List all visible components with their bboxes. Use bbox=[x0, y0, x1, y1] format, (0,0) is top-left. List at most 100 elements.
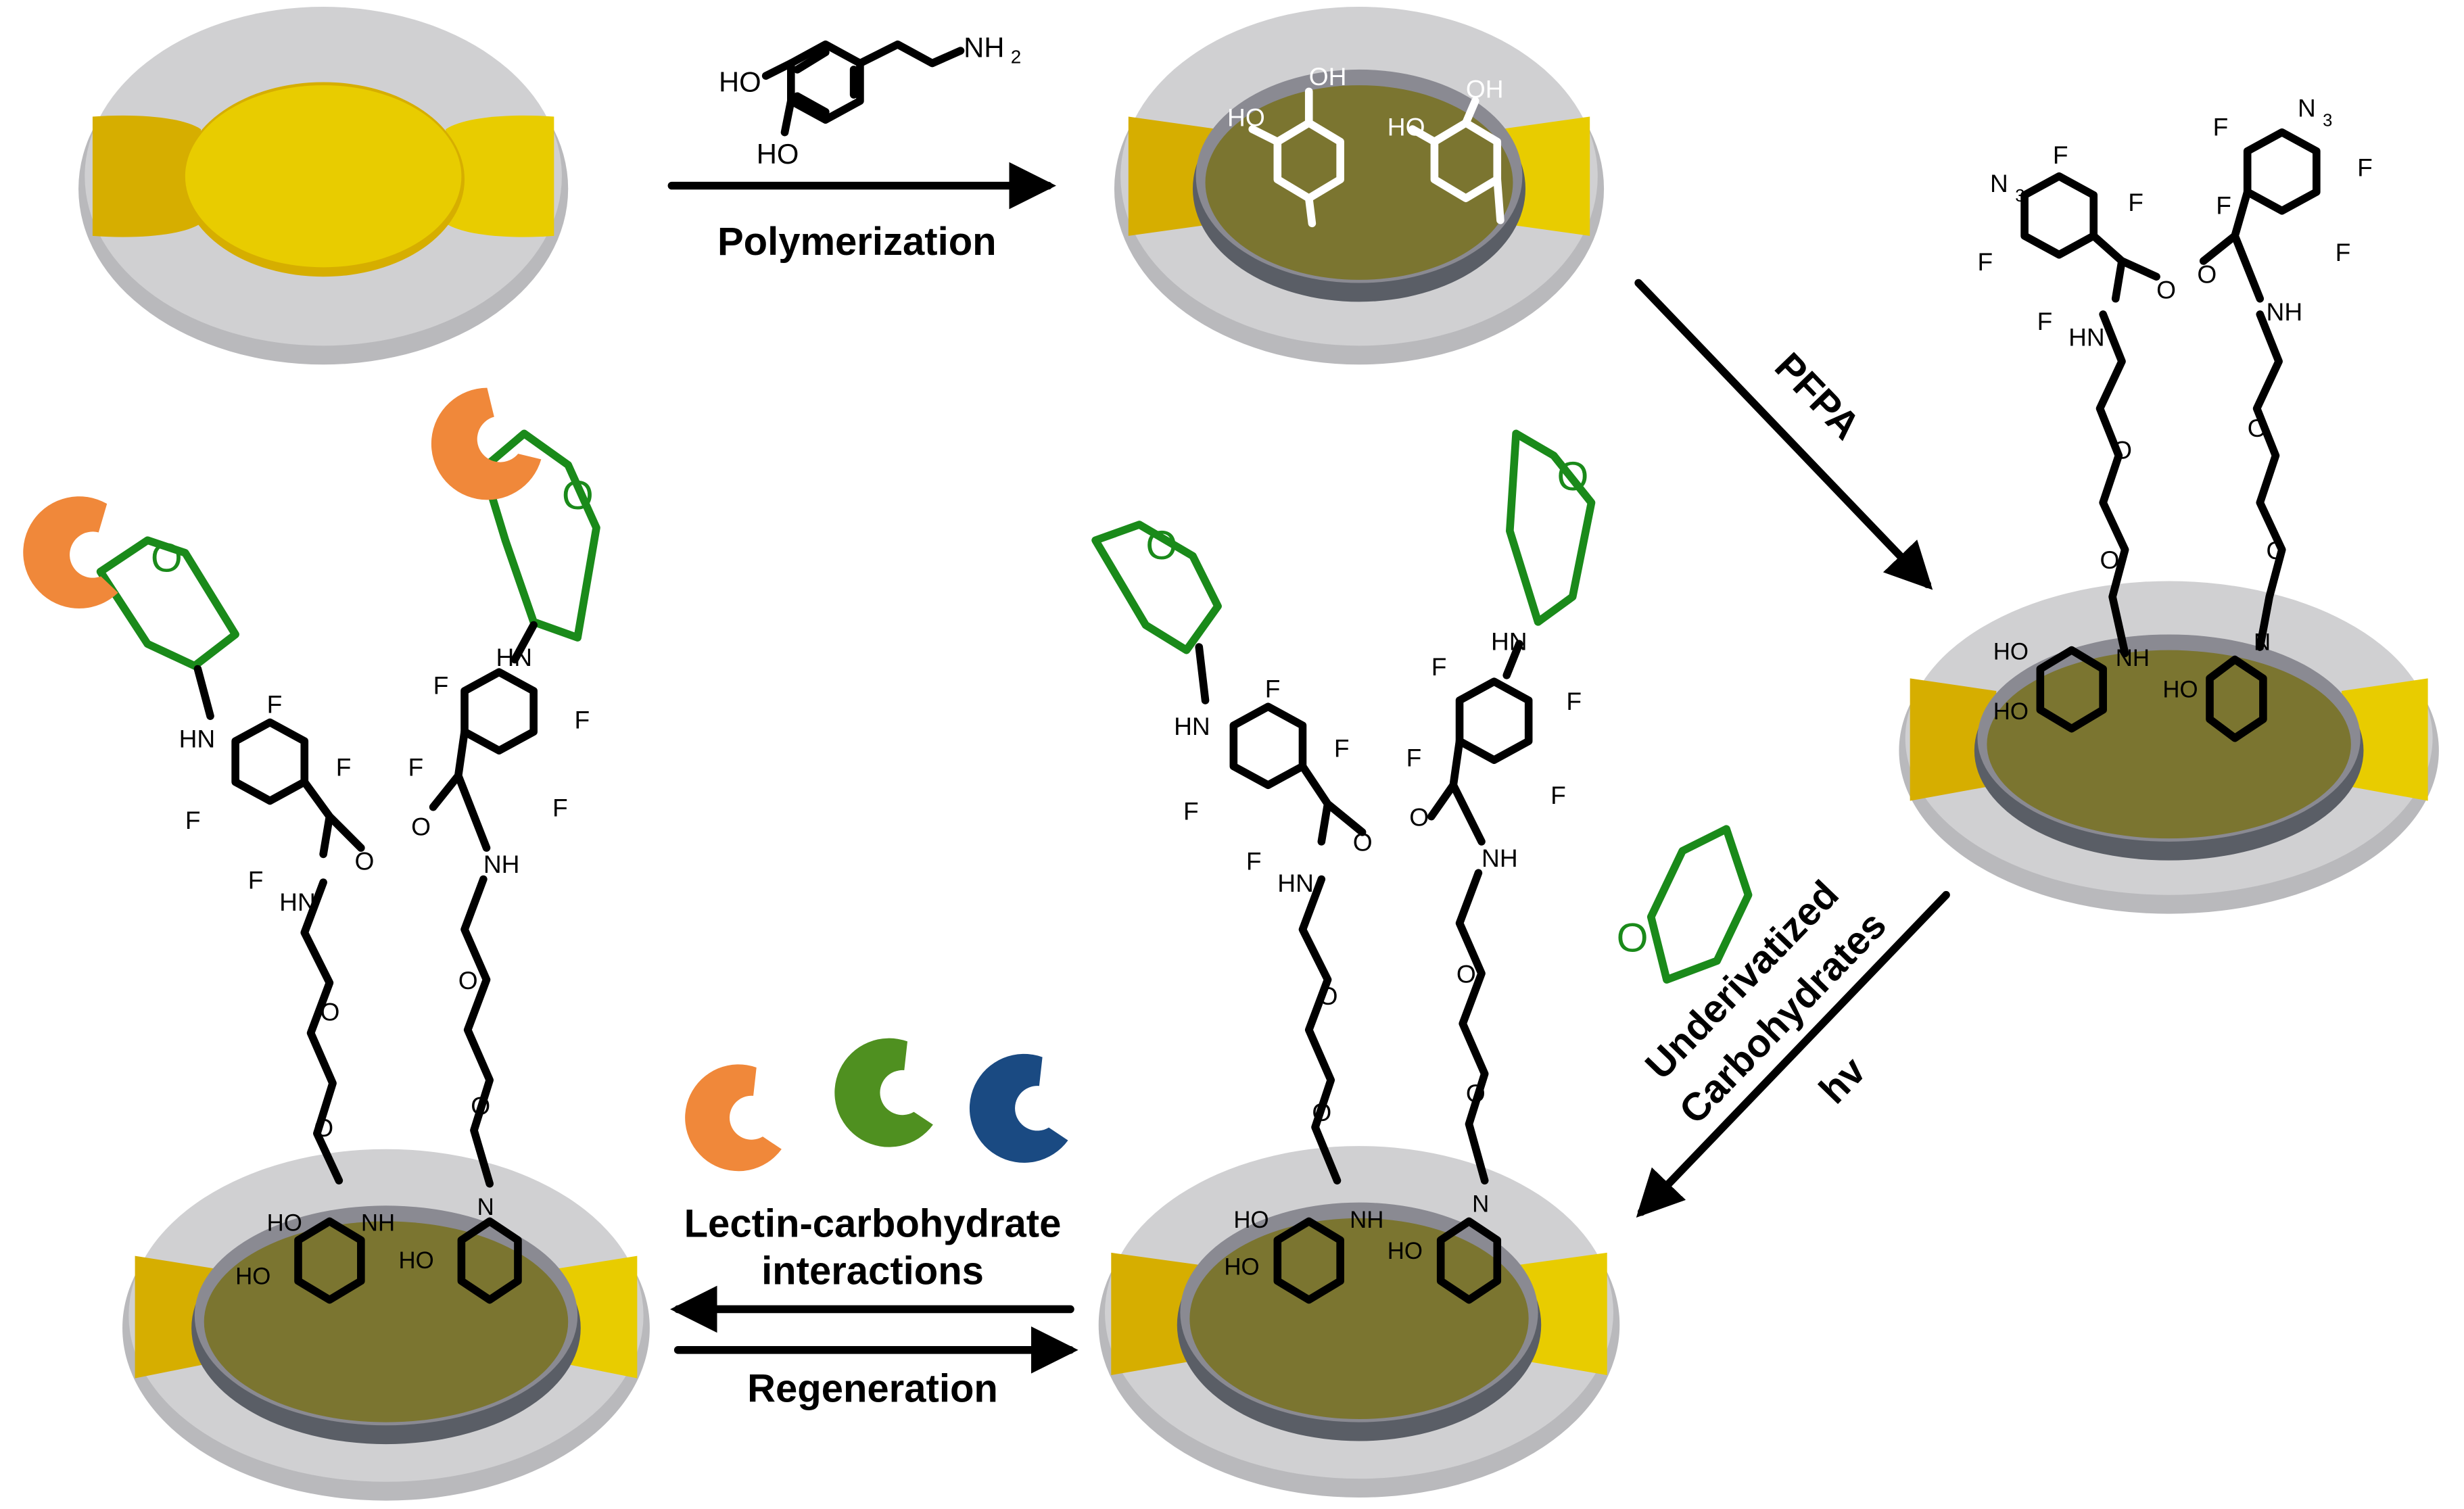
catechol-right-chip2: OH HO bbox=[1388, 75, 1505, 224]
svg-text:O: O bbox=[1312, 1098, 1331, 1126]
svg-text:O: O bbox=[1409, 803, 1429, 832]
carbohydrate-reagent: O bbox=[1617, 825, 1753, 984]
svg-text:N: N bbox=[1472, 1191, 1489, 1218]
svg-text:F: F bbox=[1246, 847, 1262, 876]
svg-text:HO: HO bbox=[235, 1263, 270, 1289]
chip-polydopamine bbox=[1114, 7, 1605, 365]
svg-text:O: O bbox=[458, 966, 478, 995]
arrow-hv bbox=[1636, 890, 1950, 1218]
label-hv: hv bbox=[1811, 1049, 1874, 1112]
svg-text:F: F bbox=[2053, 141, 2068, 169]
svg-text:O: O bbox=[2197, 260, 2217, 289]
svg-text:O: O bbox=[151, 535, 183, 581]
catechol-left-chip2: OH HO bbox=[1227, 62, 1347, 228]
svg-text:OH: OH bbox=[1466, 75, 1504, 103]
svg-text:HO: HO bbox=[1388, 112, 1425, 141]
svg-text:F: F bbox=[1431, 652, 1447, 681]
svg-text:O: O bbox=[471, 1092, 490, 1120]
svg-text:F: F bbox=[248, 865, 264, 894]
svg-text:N: N bbox=[2298, 94, 2316, 122]
arrow-pfpa bbox=[1634, 279, 1933, 590]
svg-text:O: O bbox=[1145, 522, 1177, 568]
svg-text:O: O bbox=[314, 1113, 333, 1142]
chip-lectin-bound bbox=[122, 1149, 650, 1501]
svg-text:HO: HO bbox=[1993, 639, 2029, 665]
svg-text:HO: HO bbox=[2162, 676, 2198, 702]
linker-c4-right: HN F F F F O NH O O bbox=[1406, 627, 1582, 1184]
svg-text:O: O bbox=[2100, 546, 2120, 574]
label-lectin: Lectin-carbohydrate bbox=[684, 1202, 1062, 1246]
svg-text:F: F bbox=[2357, 153, 2373, 182]
svg-text:HO: HO bbox=[267, 1209, 302, 1236]
svg-text:F: F bbox=[2216, 191, 2231, 219]
svg-text:NH: NH bbox=[483, 850, 520, 878]
svg-text:F: F bbox=[2037, 307, 2053, 335]
svg-text:2: 2 bbox=[1011, 47, 1022, 68]
svg-text:N: N bbox=[1990, 169, 2008, 197]
svg-text:N: N bbox=[477, 1194, 494, 1220]
svg-text:F: F bbox=[433, 671, 449, 700]
svg-text:HO: HO bbox=[1224, 1253, 1259, 1280]
svg-text:NH: NH bbox=[1482, 844, 1518, 872]
svg-text:F: F bbox=[2336, 238, 2351, 266]
svg-text:HN: HN bbox=[2068, 322, 2105, 351]
linker-c4-left: HN F F F F O HN O O bbox=[1174, 643, 1373, 1184]
svg-text:NH: NH bbox=[2116, 645, 2150, 671]
pfpa-left-chain: N 3 F F F F O HN O O bbox=[1977, 141, 2176, 658]
lectin-green bbox=[834, 1038, 933, 1147]
svg-text:F: F bbox=[1406, 743, 1422, 771]
svg-text:F: F bbox=[336, 752, 352, 781]
surface-groups-c4: HO HO NH HO N bbox=[1224, 1191, 1502, 1304]
svg-text:HO: HO bbox=[399, 1247, 434, 1274]
svg-text:HN: HN bbox=[1174, 712, 1210, 740]
label-polymerization: Polymerization bbox=[717, 220, 997, 264]
sugar-ring-c4-left: O bbox=[1091, 521, 1222, 654]
svg-text:N: N bbox=[2254, 629, 2271, 656]
svg-text:F: F bbox=[408, 752, 423, 781]
svg-text:O: O bbox=[1557, 453, 1588, 499]
svg-text:F: F bbox=[1183, 796, 1199, 825]
svg-text:NH: NH bbox=[2267, 297, 2303, 326]
svg-text:F: F bbox=[1977, 247, 1993, 276]
svg-text:3: 3 bbox=[2323, 111, 2332, 130]
linker-c5-left: HN F F F F O HN O O bbox=[179, 665, 375, 1184]
svg-text:OH: OH bbox=[1309, 62, 1347, 91]
svg-text:NH: NH bbox=[964, 31, 1004, 63]
label-regeneration: Regeneration bbox=[747, 1366, 998, 1410]
svg-text:HO: HO bbox=[1233, 1207, 1269, 1233]
svg-text:F: F bbox=[2213, 112, 2229, 141]
svg-text:HN: HN bbox=[496, 643, 532, 671]
svg-text:HO: HO bbox=[1227, 103, 1265, 131]
svg-text:F: F bbox=[267, 690, 283, 718]
svg-text:HN: HN bbox=[179, 725, 216, 753]
svg-text:O: O bbox=[1617, 914, 1649, 960]
svg-text:F: F bbox=[1566, 687, 1582, 715]
svg-text:O: O bbox=[2112, 435, 2132, 464]
svg-text:O: O bbox=[355, 847, 375, 876]
svg-text:F: F bbox=[574, 706, 590, 734]
svg-text:HO: HO bbox=[1993, 698, 2029, 725]
svg-text:HN: HN bbox=[279, 888, 316, 916]
lectin-blue bbox=[969, 1053, 1068, 1163]
linker-c5-right: HN F F F F O NH O O bbox=[408, 621, 590, 1188]
lectin-orange-bound-right bbox=[415, 375, 550, 516]
svg-text:F: F bbox=[552, 794, 568, 822]
svg-text:HN: HN bbox=[1277, 869, 1314, 897]
svg-text:O: O bbox=[411, 813, 431, 841]
svg-text:NH: NH bbox=[1350, 1207, 1383, 1233]
svg-text:O: O bbox=[320, 997, 339, 1026]
surface-groups-c5: HO HO NH HO N bbox=[235, 1194, 522, 1304]
chip-bare-gold bbox=[78, 7, 569, 365]
svg-text:O: O bbox=[2267, 536, 2286, 565]
svg-text:O: O bbox=[1319, 982, 1338, 1010]
pfpa-surface-groups: HO HO NH HO N bbox=[1993, 629, 2271, 742]
svg-text:O: O bbox=[562, 472, 594, 518]
svg-text:O: O bbox=[2248, 414, 2267, 442]
svg-text:NH: NH bbox=[361, 1209, 395, 1236]
svg-text:O: O bbox=[1353, 828, 1373, 857]
svg-text:F: F bbox=[185, 806, 201, 834]
svg-text:F: F bbox=[1334, 734, 1350, 762]
svg-text:O: O bbox=[2156, 276, 2176, 304]
pfpa-right-chain: N 3 F F F F O NH O O bbox=[2197, 94, 2373, 651]
